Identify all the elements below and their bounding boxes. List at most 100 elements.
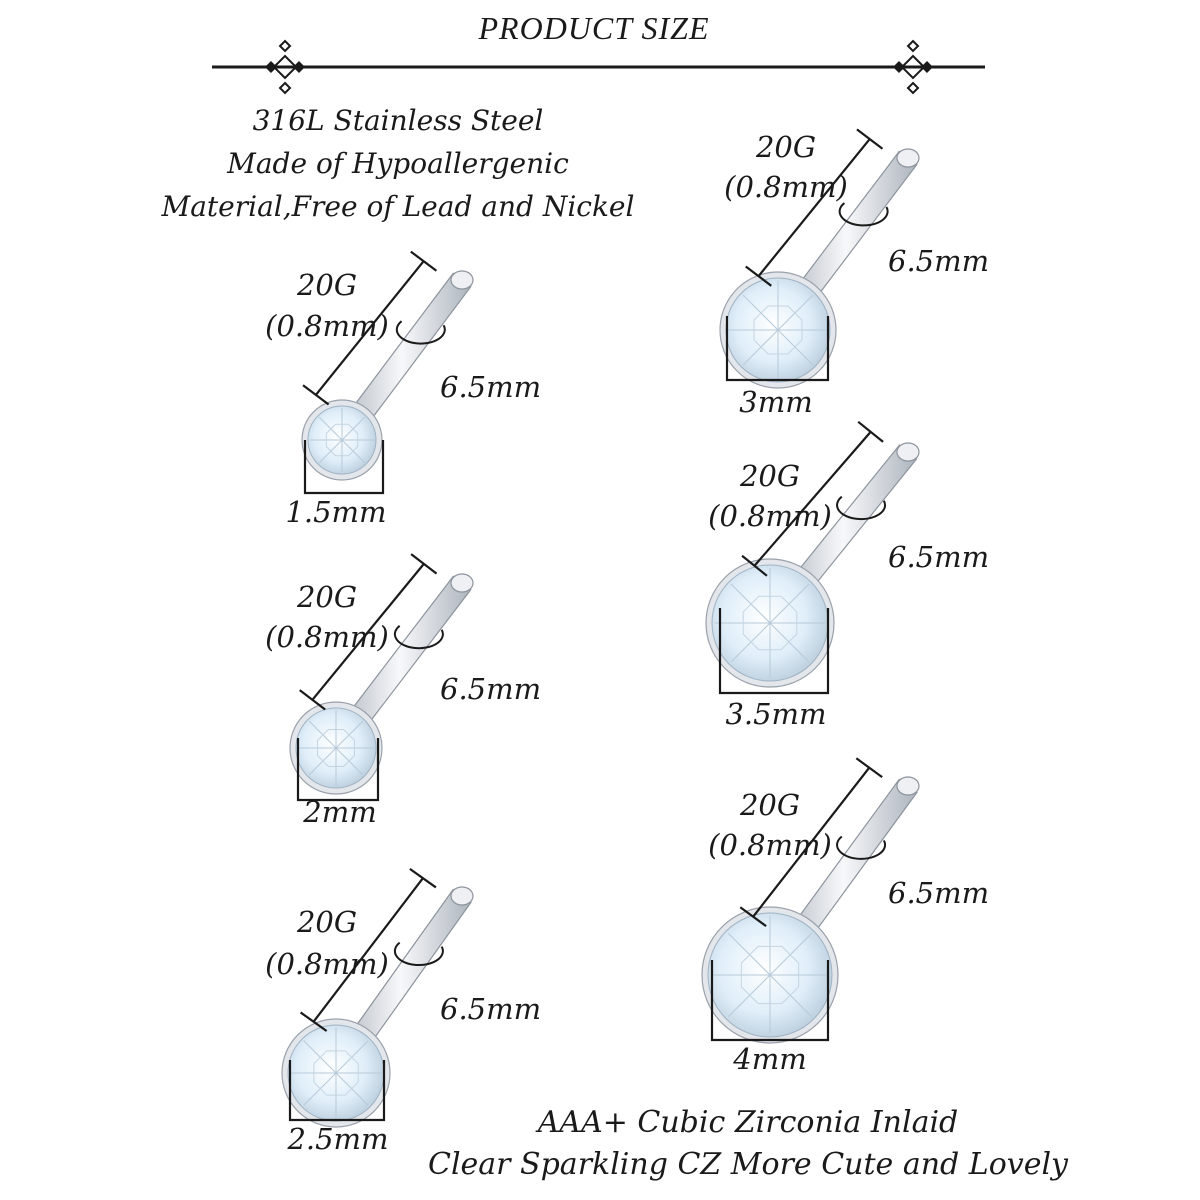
gem-facet [730, 583, 771, 624]
ornament-left-icon [265, 39, 305, 95]
gem-facet [777, 294, 814, 331]
stud-5-thickness: (0.8mm) [708, 499, 832, 533]
stud-post-end [896, 776, 920, 796]
gauge-arrow [393, 625, 444, 650]
gem-table [742, 595, 798, 651]
gauge-arrow [838, 202, 889, 227]
stud-2 [289, 553, 474, 802]
length-tick [409, 867, 437, 889]
stone-size-bracket [296, 738, 380, 802]
length-tick [410, 553, 438, 575]
length-tick [410, 250, 438, 272]
stud-1-thickness: (0.8mm) [265, 309, 389, 343]
stud-3 [281, 867, 474, 1128]
gem-table [317, 729, 355, 767]
gauge-arrow [395, 320, 446, 345]
gauge-arrow [393, 941, 444, 966]
footer-line: Clear Sparkling CZ More Cute and Lovely [427, 1147, 1069, 1182]
gem-facet [308, 720, 337, 749]
gem-facet [308, 747, 337, 776]
length-dimension-line [312, 877, 424, 1023]
gem-facet [769, 622, 810, 663]
material-line: Made of Hypoallergenic [227, 147, 569, 180]
stone-size-bracket [288, 1060, 386, 1122]
stone-size-bracket [710, 960, 830, 1042]
gem-table [325, 423, 359, 457]
material-line: Material,Free of Lead and Nickel [161, 190, 635, 223]
stud-5-gauge: 20G [739, 459, 801, 493]
stud-post-end [450, 573, 474, 593]
stud-6-thickness: (0.8mm) [708, 828, 832, 862]
length-tick [857, 420, 884, 443]
stud-1-gauge: 20G [296, 268, 358, 302]
gem-facet [769, 932, 813, 976]
page-title: PRODUCT SIZE [478, 10, 710, 46]
footer-line: AAA+ Cubic Zirconia Inlaid [537, 1105, 959, 1140]
length-dimension-line [314, 260, 425, 396]
length-tick [299, 1011, 328, 1032]
stud-6-gauge: 20G [739, 788, 801, 822]
stud-post-end [450, 886, 474, 906]
stud-3-stone-size: 2.5mm [287, 1122, 389, 1156]
gem-table [313, 1050, 359, 1096]
stud-3-thickness: (0.8mm) [265, 947, 389, 981]
gauge-arrow [836, 835, 887, 860]
stud-5-length: 6.5mm [888, 540, 990, 574]
stud-post-end [450, 270, 474, 290]
header-rule [212, 39, 985, 95]
gem-facet [335, 1040, 369, 1074]
length-dimension-line [752, 767, 871, 918]
material-description: 316L Stainless Steel Made of Hypoallerge… [162, 99, 635, 228]
gem-facet [303, 1040, 337, 1074]
length-tick [299, 689, 326, 711]
ornament-right-icon [893, 39, 933, 95]
gem-facet [335, 1072, 369, 1106]
gem-table [753, 305, 803, 355]
stone-size-bracket [718, 608, 830, 695]
stud-3-gauge: 20G [296, 905, 358, 939]
gem-facet [335, 720, 364, 749]
stud-6 [701, 757, 920, 1044]
stud-6-stone-size: 4mm [733, 1042, 807, 1076]
stud-2-gauge: 20G [296, 580, 358, 614]
gem-facet [727, 974, 771, 1018]
gem-facet [303, 1072, 337, 1106]
gem-facet [769, 974, 813, 1018]
gem-facet [727, 932, 771, 976]
stud-2-length: 6.5mm [440, 672, 542, 706]
length-dimension-line [311, 563, 425, 701]
length-tick [745, 265, 772, 287]
stud-post-end [896, 148, 920, 168]
stud-4-thickness: (0.8mm) [724, 170, 848, 204]
gem-facet [335, 747, 364, 776]
stud-5 [705, 420, 920, 695]
stone-size-bracket [303, 440, 385, 495]
stud-6-length: 6.5mm [888, 876, 990, 910]
length-dimension-line [753, 431, 872, 567]
stud-post-end [896, 442, 920, 462]
footer-description: AAA+ Cubic Zirconia Inlaid Clear Sparkli… [428, 1102, 1068, 1186]
stud-1-length: 6.5mm [440, 370, 542, 404]
length-tick [741, 554, 768, 577]
stud-1-stone-size: 1.5mm [285, 495, 387, 529]
stud-4-stone-size: 3mm [739, 385, 813, 419]
gem-facet [769, 583, 810, 624]
stud-2-thickness: (0.8mm) [265, 620, 389, 654]
length-tick [739, 906, 767, 927]
gauge-arrow [836, 495, 887, 521]
length-dimension-line [757, 138, 871, 277]
length-tick [856, 128, 884, 150]
length-tick [855, 757, 883, 779]
stud-5-stone-size: 3.5mm [725, 697, 827, 731]
gem-facet [742, 329, 779, 366]
stud-4-gauge: 20G [755, 130, 817, 164]
stud-4-length: 6.5mm [888, 244, 990, 278]
stud-3-length: 6.5mm [440, 992, 542, 1026]
gem-facet [742, 294, 779, 331]
gem-facet [730, 622, 771, 663]
stud-4 [719, 128, 920, 389]
gem-table [740, 945, 800, 1005]
material-line: 316L Stainless Steel [252, 104, 544, 137]
